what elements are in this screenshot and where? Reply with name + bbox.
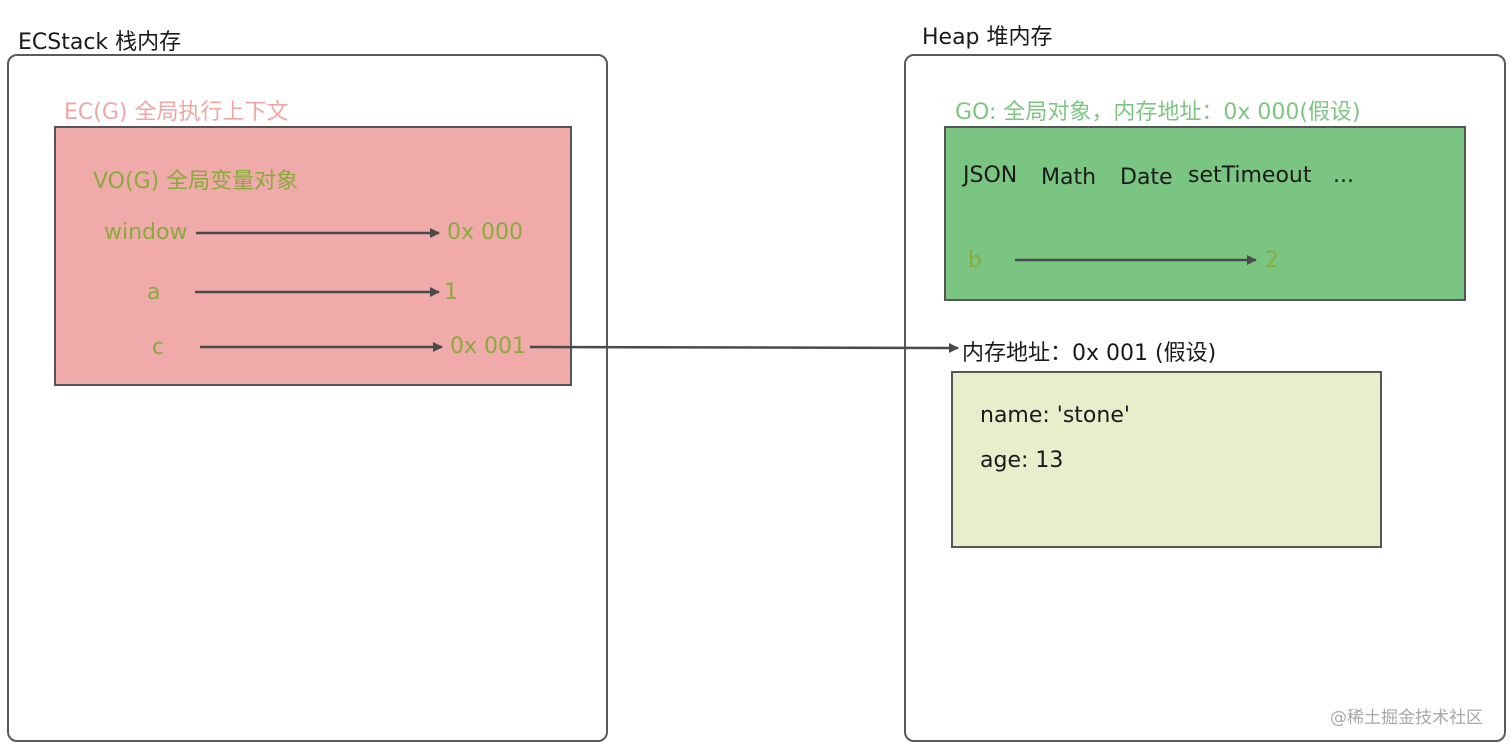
object-address-label: 内存地址：0x 001 (假设) xyxy=(962,341,1217,366)
go-box xyxy=(944,126,1466,301)
heap-title: Heap 堆内存 xyxy=(922,25,1053,50)
ec-box xyxy=(54,126,572,386)
object-prop-age: age: 13 xyxy=(980,448,1064,473)
stack-title: ECStack 栈内存 xyxy=(18,30,182,55)
builtin-math: Math xyxy=(1041,165,1097,190)
builtin-ellipsis: ... xyxy=(1333,163,1354,188)
var-name-c: c xyxy=(152,335,165,360)
watermark: @稀土掘金技术社区 xyxy=(1330,708,1483,728)
var-value-window: 0x 000 xyxy=(447,220,524,245)
var-value-c: 0x 001 xyxy=(450,334,527,359)
builtin-json: JSON xyxy=(963,163,1018,188)
var-value-a: 1 xyxy=(444,280,458,305)
go-var-value-b: 2 xyxy=(1265,248,1279,273)
ec-label: EC(G) 全局执行上下文 xyxy=(64,100,289,125)
object-box xyxy=(951,371,1382,548)
builtin-settimeout: setTimeout xyxy=(1188,163,1312,188)
var-name-window: window xyxy=(104,220,188,245)
go-var-name-b: b xyxy=(968,248,982,273)
builtin-date: Date xyxy=(1120,165,1173,190)
go-label: GO: 全局对象，内存地址：0x 000(假设) xyxy=(955,100,1361,125)
var-name-a: a xyxy=(147,280,161,305)
object-prop-name: name: 'stone' xyxy=(980,403,1130,428)
vo-label: VO(G) 全局变量对象 xyxy=(93,169,299,194)
